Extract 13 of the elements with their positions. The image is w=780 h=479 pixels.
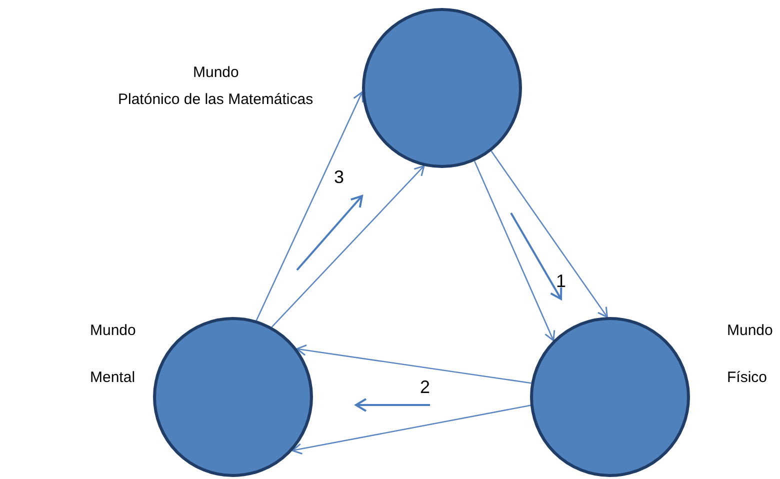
circle-caption: Mundo — [727, 322, 773, 341]
arrow — [490, 150, 608, 318]
step-number: 1 — [556, 270, 566, 292]
step-number: 3 — [334, 166, 344, 188]
step-number: 2 — [420, 376, 430, 398]
arrow — [474, 160, 556, 342]
arrow — [292, 404, 531, 455]
circle-caption: Mundo — [193, 64, 239, 83]
circle-caption: Platónico de las Matemáticas — [118, 91, 314, 110]
circle-caption: Físico — [727, 369, 768, 388]
circle-caption: Mental — [90, 369, 136, 388]
circle-caption: Mundo — [90, 322, 136, 341]
arrow — [296, 344, 532, 384]
